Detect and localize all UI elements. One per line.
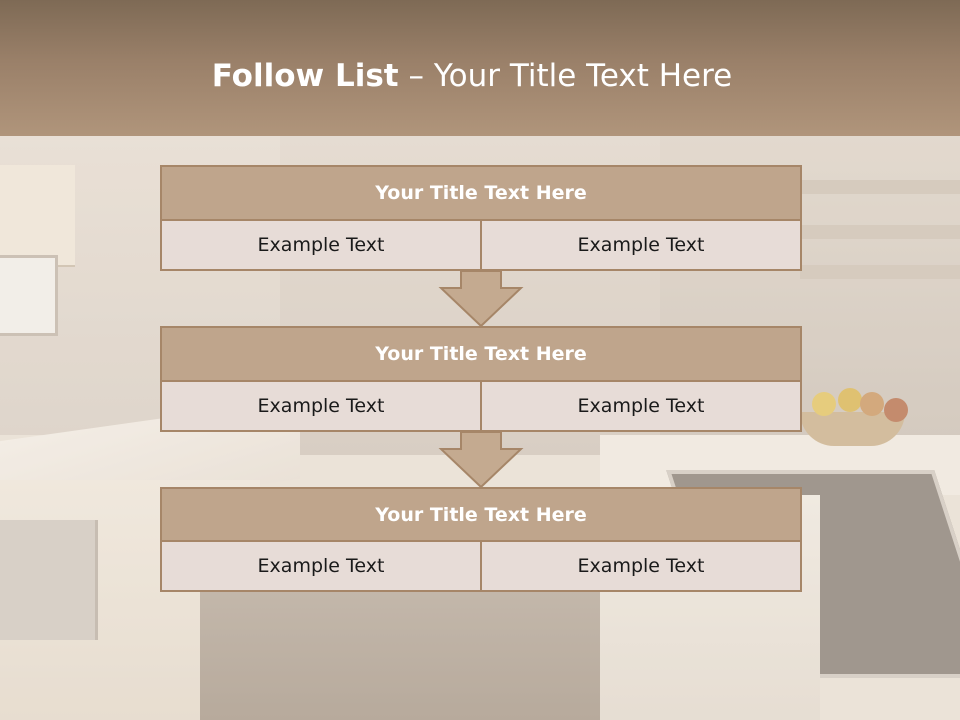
- flow-block-cell-left: Example Text: [160, 221, 482, 271]
- flow-block-cell-left: Example Text: [160, 542, 482, 592]
- flow-block-cell-right: Example Text: [482, 382, 802, 432]
- dishwasher: [0, 520, 98, 640]
- window: [0, 255, 58, 336]
- flow-block-cell-left: Example Text: [160, 382, 482, 432]
- slide-title-bold: Follow List: [211, 58, 399, 94]
- slide-title: Follow List – Your Title Text Here: [0, 52, 944, 100]
- flow-block-2: Your Title Text Here Example Text Exampl…: [160, 326, 802, 432]
- flow-block-1: Your Title Text Here Example Text Exampl…: [160, 165, 802, 271]
- flow-block-row: Example Text Example Text: [160, 221, 802, 271]
- banana: [838, 388, 862, 412]
- slide-title-rest: – Your Title Text Here: [398, 58, 733, 94]
- flow-block-3: Your Title Text Here Example Text Exampl…: [160, 487, 802, 592]
- flow-block-row: Example Text Example Text: [160, 382, 802, 432]
- wall-shelf: [800, 225, 960, 239]
- fruit: [860, 392, 884, 416]
- flow-block-title: Your Title Text Here: [160, 165, 802, 221]
- wall-shelf: [800, 180, 960, 194]
- fruit: [884, 398, 908, 422]
- flow-block-row: Example Text Example Text: [160, 542, 802, 592]
- flow-block-title: Your Title Text Here: [160, 487, 802, 542]
- title-band: Follow List – Your Title Text Here: [0, 0, 960, 136]
- down-arrow-icon: [438, 431, 524, 489]
- down-arrow-icon: [438, 270, 524, 328]
- flow-block-title: Your Title Text Here: [160, 326, 802, 382]
- banana: [812, 392, 836, 416]
- window-blind: [0, 165, 75, 267]
- wall-shelf: [800, 265, 960, 279]
- flow-block-cell-right: Example Text: [482, 542, 802, 592]
- flow-block-cell-right: Example Text: [482, 221, 802, 271]
